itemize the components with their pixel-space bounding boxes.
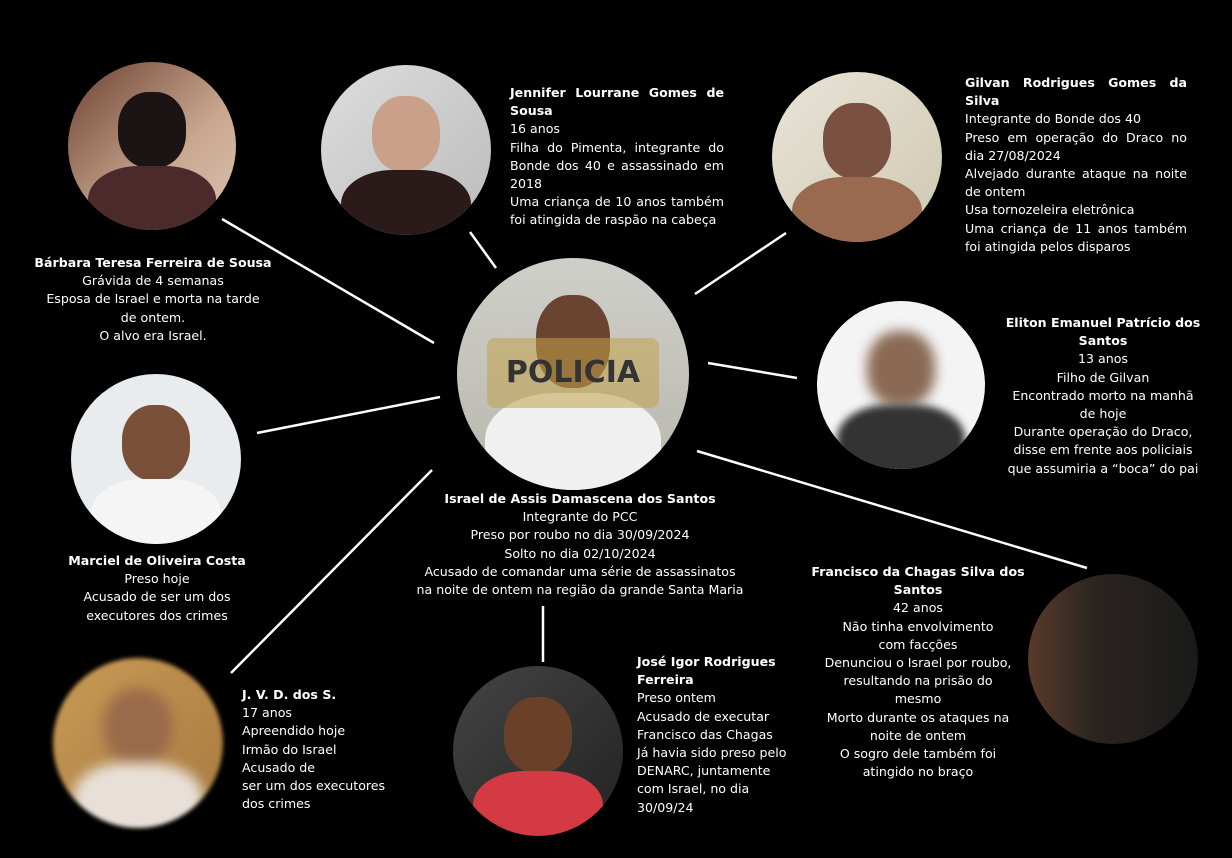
detail: Acusado de comandar uma série de assassi…	[424, 563, 736, 579]
detail: Não tinha envolvimento	[842, 618, 994, 634]
detail: Francisco das Chagas	[637, 726, 773, 742]
photo-jennifer	[321, 65, 491, 235]
detail: O alvo era Israel.	[99, 327, 207, 343]
detail: Preso por roubo no dia 30/09/2024	[470, 527, 690, 543]
detail: Solto no dia 02/10/2024	[504, 545, 656, 561]
info-francisco: Francisco da Chagas Silva dos Santos 42 …	[808, 563, 1028, 781]
detail: disse em frente aos policiais	[1013, 442, 1193, 458]
photo-francisco	[1028, 574, 1198, 744]
info-barbara: Bárbara Teresa Ferreira de Sousa Grávida…	[22, 254, 284, 345]
line-jennifer	[468, 231, 498, 269]
name: Bárbara Teresa Ferreira de Sousa	[34, 255, 272, 270]
detail: dos crimes	[242, 796, 311, 812]
line-eliton	[707, 361, 798, 380]
line-jvd	[230, 469, 433, 674]
detail: Uma criança de 10 anos também foi atingi…	[510, 194, 724, 228]
detail: Alvejado durante ataque na noite de onte…	[965, 166, 1187, 200]
name: Israel de Assis Damascena dos Santos	[444, 491, 716, 506]
detail: Acusado de	[242, 759, 316, 775]
line-francisco	[696, 449, 1088, 570]
detail: Preso em operação do Draco no dia 27/08/…	[965, 129, 1187, 163]
detail: O sogro dele também foi	[839, 746, 997, 762]
line-gilvan	[694, 231, 787, 296]
detail: Integrante do Bonde dos 40	[965, 111, 1142, 127]
name: Francisco da Chagas Silva dos Santos	[811, 564, 1025, 598]
detail: Encontrado morto na manhã	[1012, 387, 1194, 403]
photo-marciel	[71, 374, 241, 544]
detail: Acusado de ser um dos	[83, 589, 231, 605]
detail: Filha do Pimenta, integrante do Bonde do…	[510, 139, 724, 192]
detail: Denunciou o Israel por roubo,	[824, 655, 1012, 671]
detail: Preso ontem	[637, 690, 716, 706]
detail: que assumiria a “boca” do pai	[1007, 460, 1199, 476]
detail: Durante operação do Draco,	[1013, 424, 1193, 440]
police-badge: POLICIA	[487, 338, 659, 408]
detail: 42 anos	[893, 600, 943, 616]
detail: 17 anos	[242, 705, 292, 721]
name: José Igor Rodrigues Ferreira	[637, 654, 776, 688]
photo-jvd	[53, 658, 223, 828]
name: J. V. D. dos S.	[242, 687, 337, 702]
detail: noite de ontem	[869, 727, 967, 743]
info-gilvan: Gilvan Rodrigues Gomes da Silva Integran…	[965, 74, 1187, 256]
detail: Integrante do PCC	[522, 509, 638, 525]
photo-jose	[453, 666, 623, 836]
info-jvd: J. V. D. dos S. 17 anos Apreendido hoje …	[242, 686, 422, 813]
info-marciel: Marciel de Oliveira Costa Preso hoje Acu…	[47, 552, 267, 625]
detail: executores dos crimes	[86, 607, 228, 623]
detail: com facções	[878, 636, 958, 652]
photo-barbara	[68, 62, 236, 230]
detail: Grávida de 4 semanas	[82, 273, 224, 289]
photo-gilvan	[772, 72, 942, 242]
detail: Morto durante os ataques na	[826, 709, 1010, 725]
detail: de hoje	[1079, 406, 1127, 422]
detail: Esposa de Israel e morta na tarde	[46, 291, 260, 307]
line-marciel	[256, 395, 441, 435]
name: Eliton Emanuel Patrício dos Santos	[1005, 315, 1201, 349]
detail: Usa tornozeleira eletrônica	[965, 202, 1135, 218]
detail: mesmo	[894, 691, 942, 707]
detail: Acusado de executar	[637, 708, 770, 724]
photo-eliton	[817, 301, 985, 469]
detail: na noite de ontem na região da grande Sa…	[416, 582, 744, 598]
line-barbara	[221, 217, 435, 345]
info-jennifer: Jennifer Lourrane Gomes de Sousa 16 anos…	[510, 84, 724, 230]
info-jose: José Igor Rodrigues Ferreira Preso ontem…	[637, 653, 787, 817]
name: Gilvan Rodrigues Gomes da Silva	[965, 75, 1187, 109]
detail: 30/09/24	[637, 799, 694, 815]
detail: Preso hoje	[124, 571, 190, 587]
detail: resultando na prisão do	[843, 673, 993, 689]
name: Jennifer Lourrane Gomes de Sousa	[510, 85, 724, 119]
detail: 13 anos	[1078, 351, 1128, 367]
detail: ser um dos executores	[242, 778, 386, 794]
detail: Já havia sido preso pelo	[637, 745, 787, 761]
detail: DENARC, juntamente	[637, 763, 771, 779]
detail: de ontem.	[120, 309, 186, 325]
detail: Filho de Gilvan	[1056, 369, 1150, 385]
name: Marciel de Oliveira Costa	[68, 553, 246, 568]
info-israel: Israel de Assis Damascena dos Santos Int…	[400, 490, 760, 599]
detail: com Israel, no dia	[637, 781, 750, 797]
detail: Apreendido hoje	[242, 723, 346, 739]
detail: 16 anos	[510, 121, 560, 137]
detail: Irmão do Israel	[242, 741, 337, 757]
detail: Uma criança de 11 anos também foi atingi…	[965, 220, 1187, 254]
detail: atingido no braço	[862, 764, 974, 780]
info-eliton: Eliton Emanuel Patrício dos Santos 13 an…	[993, 314, 1213, 478]
photo-israel: POLICIA	[457, 258, 689, 490]
